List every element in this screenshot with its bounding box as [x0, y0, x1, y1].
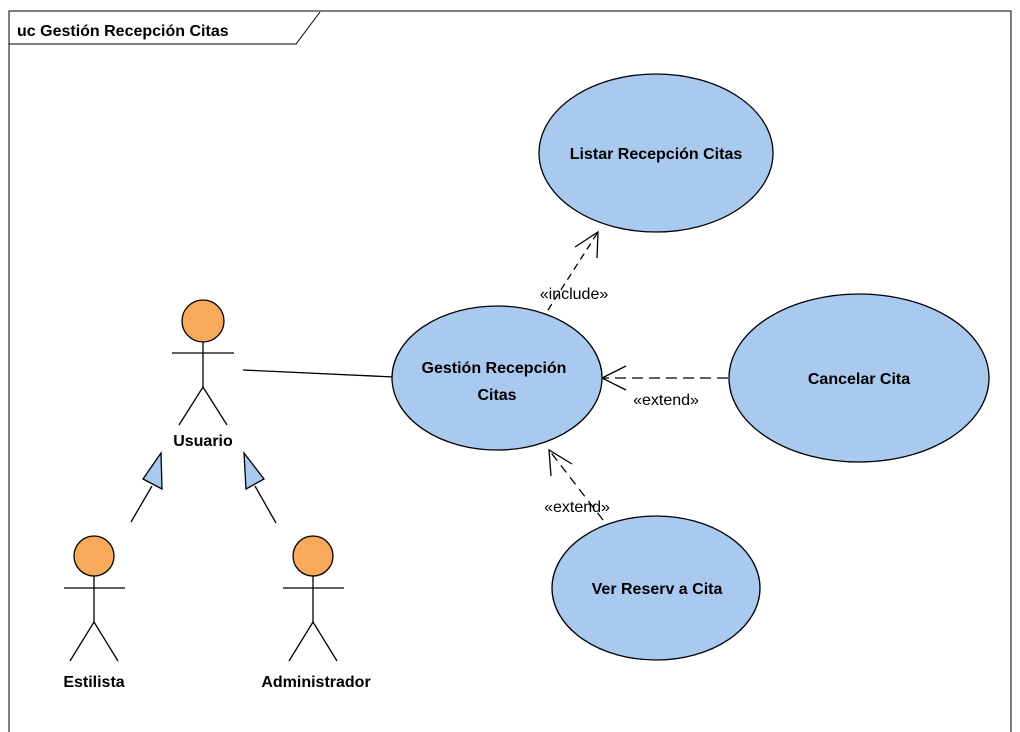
include-arrowhead [574, 230, 599, 259]
actor-administrador-right-leg [312, 621, 338, 662]
generalization-administrador-line [254, 485, 277, 524]
use-case-listar-ellipse[interactable] [538, 73, 774, 233]
actor-administrador-left-leg [288, 621, 314, 662]
frame-border [8, 10, 1012, 732]
include-line [547, 231, 599, 311]
actor-usuario-left-leg [178, 386, 204, 426]
generalization-administrador-triangle [243, 450, 265, 491]
generalization-estilista-usuario [130, 450, 163, 523]
use-case-gestion-label-line1: Gestión Recepción [422, 360, 567, 377]
use-case-ver-label: Ver Reserv a Cita [592, 581, 723, 598]
actor-estilista-left-leg [69, 621, 95, 662]
use-case-ver[interactable]: Ver Reserv a Cita [551, 515, 761, 661]
use-case-ver-ellipse[interactable] [551, 515, 761, 661]
frame-title: uc Gestión Recepción Citas [17, 23, 229, 40]
use-case-gestion[interactable]: Gestión Recepción Citas [391, 305, 603, 451]
use-case-cancelar-label: Cancelar Cita [808, 371, 910, 388]
actor-administrador-label: Administrador [261, 674, 370, 691]
use-case-listar[interactable]: Listar Recepción Citas [538, 73, 774, 233]
include-label: «include» [540, 286, 609, 303]
actor-usuario-label: Usuario [173, 433, 233, 450]
use-case-gestion-label-line2: Citas [477, 387, 516, 404]
use-case-listar-label: Listar Recepción Citas [570, 146, 743, 163]
actor-estilista-head [73, 535, 115, 577]
actor-usuario[interactable]: Usuario [172, 299, 234, 450]
diagram-frame: uc Gestión Recepción Citas [8, 10, 1012, 732]
generalization-estilista-line [130, 485, 153, 523]
extend-ver-label: «extend» [544, 499, 610, 516]
actor-usuario-right-leg [202, 386, 228, 426]
actor-estilista-right-leg [93, 621, 119, 662]
extend-ver-arrowhead [548, 448, 573, 477]
actor-estilista-label: Estilista [63, 674, 124, 691]
include-dependency: «include» [540, 230, 609, 311]
association-usuario-gestion [242, 369, 395, 378]
extend-cancelar-label: «extend» [633, 392, 699, 409]
extend-cancelar-dependency: «extend» [600, 365, 728, 409]
extend-ver-dependency: «extend» [544, 448, 610, 521]
actor-estilista[interactable]: Estilista [63, 535, 125, 691]
generalization-estilista-triangle [142, 450, 163, 491]
use-case-gestion-ellipse[interactable] [391, 305, 603, 451]
actor-administrador-head [292, 535, 334, 577]
use-case-cancelar[interactable]: Cancelar Cita [728, 293, 990, 463]
use-case-cancelar-ellipse[interactable] [728, 293, 990, 463]
generalization-administrador-usuario [243, 450, 277, 524]
actor-usuario-head [181, 299, 225, 343]
frame-title-tab [9, 11, 321, 45]
actor-administrador[interactable]: Administrador [261, 535, 371, 691]
